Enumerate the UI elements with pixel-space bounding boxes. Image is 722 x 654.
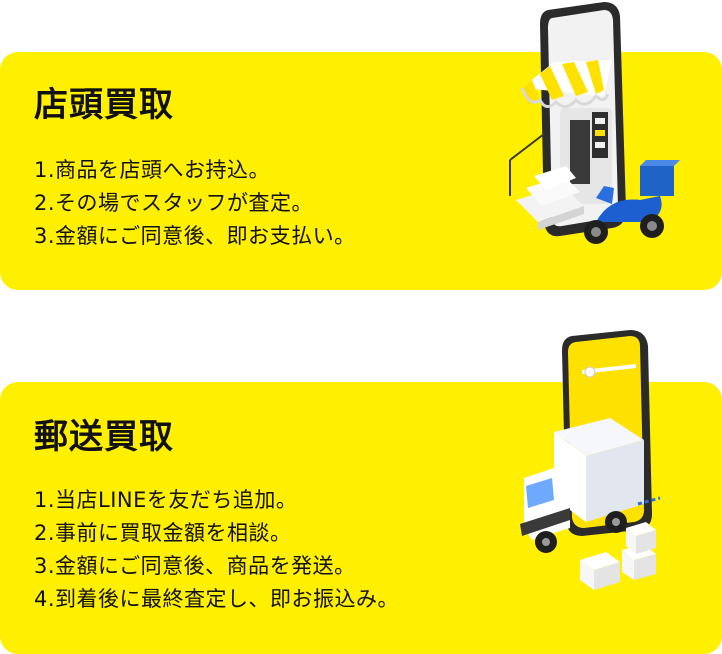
mail-step-2: 2.事前に買取金額を相談。	[34, 521, 292, 545]
stairs-icon	[509, 133, 584, 230]
store-step-1: 1.商品を店頭へお持込。	[34, 158, 271, 182]
mail-step-4: 4.到着後に最終査定し、即お振込み。	[34, 587, 400, 611]
store-buyback-title: 店頭買取	[34, 85, 174, 125]
storefront-icon	[560, 108, 612, 204]
mail-step-3: 3.金額にご同意後、商品を発送。	[34, 554, 356, 578]
scooter-icon	[584, 160, 680, 244]
boxes-icon	[580, 522, 656, 590]
mail-step-1: 1.当店LINEを友だち追加。	[34, 488, 298, 512]
store-step-2: 2.その場でスタッフが査定。	[34, 191, 314, 215]
awning-icon	[520, 60, 612, 108]
truck-icon	[520, 418, 661, 553]
storefront-phone-scooter-icon	[509, 2, 680, 244]
mail-buyback-steps: 1.当店LINEを友だち追加。 2.事前に買取金額を相談。 3.金額にご同意後、…	[34, 484, 399, 616]
store-buyback-steps: 1.商品を店頭へお持込。 2.その場でスタッフが査定。 3.金額にご同意後、即お…	[34, 154, 356, 253]
mail-buyback-title: 郵送買取	[34, 417, 174, 457]
delivery-truck-phone-icon	[520, 330, 661, 590]
store-step-3: 3.金額にご同意後、即お支払い。	[34, 224, 356, 248]
